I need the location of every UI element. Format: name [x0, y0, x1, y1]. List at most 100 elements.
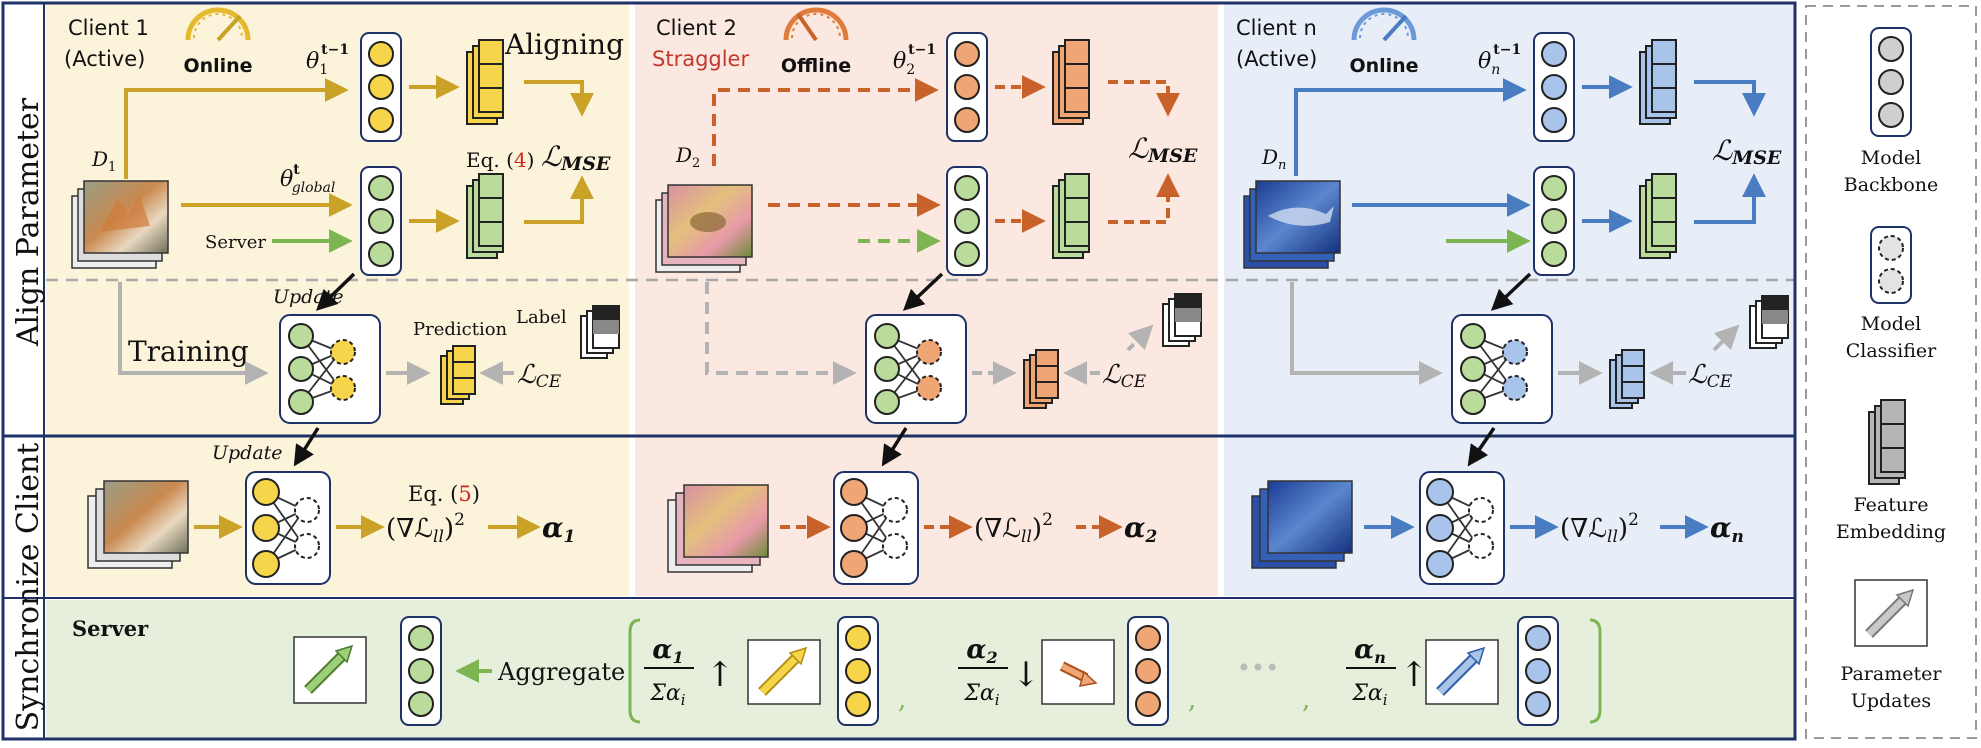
client2-offline-arrow [712, 78, 939, 166]
aligning-label: Aligning [504, 28, 624, 61]
client1-classifier-net [279, 314, 381, 424]
aligning-arrow [1108, 80, 1180, 117]
down-arrow-icon: ↓ [1012, 655, 1041, 695]
update-arrow [1490, 272, 1532, 311]
legend-backbone-line2: Backbone [1844, 174, 1939, 196]
bracket-left [628, 618, 641, 724]
client2-classifier-net [865, 314, 967, 424]
clientn-theta: θnt−1 [1478, 42, 1521, 78]
client2-mode: Offline [781, 55, 851, 77]
training-arrow [118, 282, 269, 385]
client2-prediction [1023, 349, 1059, 409]
clientn-sync-images [1251, 480, 1353, 569]
clientn-grad: (∇ℒll)2 [1560, 510, 1639, 547]
term2-alpha: α2 [966, 635, 997, 667]
legend-updates-line1: Parameter [1841, 663, 1943, 685]
client2-server-backbone [1127, 616, 1169, 726]
update-arrow [293, 427, 320, 467]
legend-updates-icon [1854, 579, 1928, 647]
clientn-classifier-net [1451, 314, 1553, 424]
clientn-data-label: Dn [1261, 145, 1286, 173]
client2-dataset-stack [655, 184, 753, 273]
clientn-feature-blue [1639, 39, 1677, 125]
clientn-dataset-stack [1243, 180, 1341, 269]
client2-grad: (∇ℒll)2 [974, 510, 1053, 547]
aligning-arrow [524, 175, 594, 224]
client2-theta: θ2t−1 [893, 42, 936, 78]
client1-status: (Active) [64, 47, 145, 71]
clientn-label-stack [1749, 295, 1789, 349]
client2-name: Client 2 [656, 16, 737, 40]
update-arrow [881, 427, 908, 467]
client1-prediction [440, 345, 476, 405]
client1-sync-net [245, 471, 331, 585]
client2-status: Straggler [652, 47, 749, 71]
client1-online-arrow [124, 78, 349, 179]
client1-sync-update-label: Update [212, 442, 283, 464]
client2-sync-images [667, 484, 769, 573]
client1-mode: Online [183, 55, 252, 77]
aligning-arrow [1694, 173, 1766, 224]
global-update-icon [293, 636, 367, 704]
term1-sum: Σαi [649, 681, 685, 709]
clientn-lce: ℒCE [1688, 360, 1733, 392]
legend-classifier-icon [1870, 226, 1912, 304]
client1-server-backbone [837, 616, 879, 726]
aggregate-label: Aggregate [497, 658, 625, 686]
termn-alpha: αn [1354, 635, 1386, 667]
legend-feature-line2: Embedding [1836, 521, 1946, 543]
legend-classifier-line2: Classifier [1846, 340, 1937, 362]
client1-lce: ℒCE [517, 360, 562, 392]
update-arrow [902, 272, 944, 311]
legend-frame [1805, 5, 1977, 739]
client2-data-label: D2 [675, 143, 700, 171]
up-arrow-icon: ↑ [1400, 655, 1429, 695]
legend-feature-line1: Feature [1854, 494, 1929, 516]
client1-name: Client 1 [68, 16, 149, 40]
training-label: Training [128, 335, 249, 368]
clientn-server-backbone [1517, 616, 1559, 726]
client1-update-icon [747, 639, 821, 705]
gauge-icon [783, 7, 849, 42]
client1-alpha: α1 [542, 511, 575, 547]
client1-label-stack [580, 305, 620, 359]
update-arrow [315, 272, 356, 311]
legend-updates-line2: Updates [1851, 690, 1931, 712]
clientn-online-arrow [1294, 78, 1527, 176]
client2-feature-orange [1052, 39, 1090, 125]
up-arrow-icon: ↑ [706, 655, 735, 695]
clientn-name-label: Client n [1236, 16, 1317, 40]
aligning-arrow [1694, 80, 1766, 117]
clientn-backbone-prev [1533, 32, 1575, 142]
aligning-arrow [1108, 173, 1180, 224]
client1-feature-yellow [466, 39, 504, 125]
client2-lce: ℒCE [1102, 360, 1147, 392]
bracket-right [1589, 618, 1602, 724]
prediction-label: Prediction [413, 319, 508, 340]
client1-theta: θ1t−1 [306, 42, 349, 78]
aligning-arrow [524, 80, 594, 117]
termn-sum: Σαi [1351, 681, 1387, 709]
arrow [1126, 324, 1154, 352]
eq5-label: Eq. (5) [408, 482, 480, 506]
clientn-alpha: αn [1710, 511, 1744, 547]
comma: , [898, 685, 906, 715]
label-label: Label [516, 307, 567, 328]
client2-backbone-prev [946, 32, 988, 142]
clientn-prediction [1609, 349, 1645, 409]
client2-lmse: ℒMSE [1128, 132, 1198, 167]
term2-sum: Σαi [963, 681, 999, 709]
client1-backbone-global [360, 166, 402, 276]
section-align-label: Align Parameter [11, 97, 46, 347]
legend-backbone-line1: Model [1861, 147, 1921, 169]
legend-backbone-icon [1870, 27, 1912, 137]
update-arrow [1467, 427, 1496, 467]
clientn-backbone-global [1533, 166, 1575, 276]
client2-feature-green [1052, 173, 1090, 259]
clientn-sync-net [1419, 471, 1505, 585]
section-sync-label: Synchronize Client [11, 443, 46, 732]
clientn-status: (Active) [1236, 47, 1317, 71]
client1-server-label: Server [205, 232, 266, 253]
